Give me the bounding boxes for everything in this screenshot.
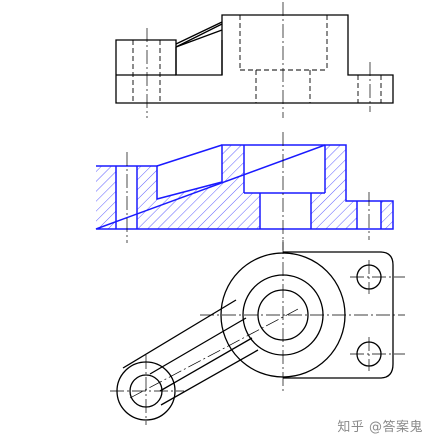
section-hatch-right xyxy=(311,145,357,229)
section-hatch-end xyxy=(381,201,393,229)
section-hatch-left2 xyxy=(137,166,157,229)
section-hatch-left xyxy=(96,166,116,229)
section-view xyxy=(95,132,394,250)
front-view xyxy=(115,2,394,118)
top-view xyxy=(110,240,405,425)
watermark: 知乎 @答案鬼 xyxy=(337,420,423,435)
